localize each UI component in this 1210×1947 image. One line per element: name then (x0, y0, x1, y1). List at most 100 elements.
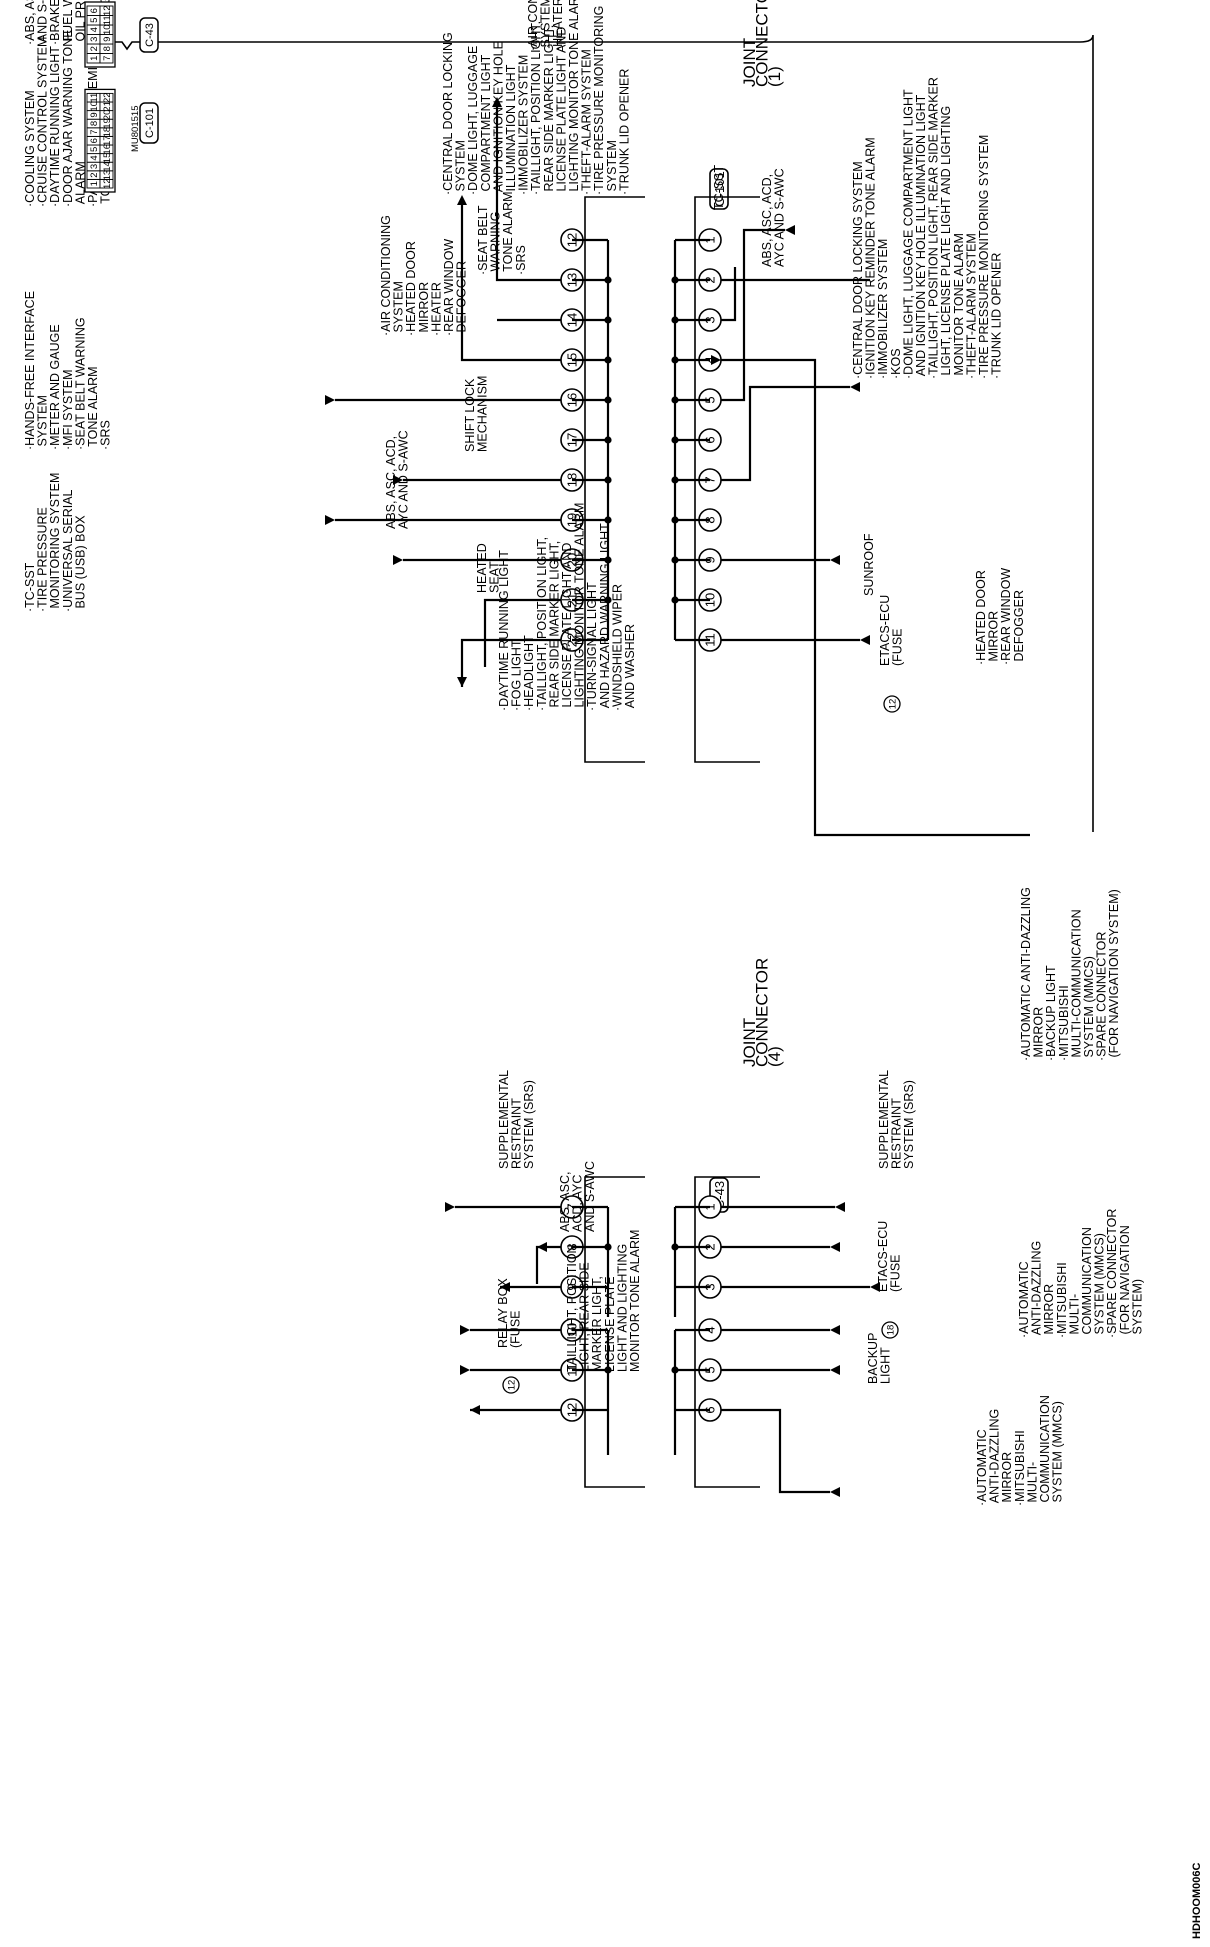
c101-junction-top-2 (671, 276, 679, 284)
c101-wire-pin22-daytime (460, 638, 561, 687)
icon-c101-cell-label-3: 3 (89, 164, 100, 169)
c101-label-daytime: ·DAYTIME RUNNING LIGHT·FOG LIGHT·HEADLIG… (497, 503, 637, 711)
c101-label-sunroof: SUNROOF (862, 533, 876, 596)
c43-arrow-etacs (870, 1282, 880, 1292)
c101-label-etacs: ETACS-ECU(FUSE (878, 595, 905, 666)
icon-c101-cell-label-14: 14 (102, 161, 113, 172)
c43-junction-bottom-8 (604, 1243, 612, 1251)
icon-c101-cell-label-9: 9 (89, 112, 100, 117)
c43-wire-pin8-abs (535, 1245, 561, 1284)
c43-arrow-pin12 (470, 1405, 480, 1415)
c43-label-abs: ABS, ASC,ACD, AYCAND S-AWC (558, 1161, 597, 1232)
joint-connector-c101: JOINTCONNECTOR(1) C-101 1122133144155166… (325, 0, 1030, 837)
c43-label-auto1: ·AUTOMATIC ANTI-DAZZLING MIRROR·BACKUP L… (1019, 887, 1121, 1061)
c43-arrow-auto3 (830, 1487, 840, 1497)
c101-label-central-top: ·CENTRAL DOOR LOCKING SYSTEM·IGNITION KE… (851, 77, 1004, 379)
header-col-4: ·TC-SST·TIRE PRESSURE MONITORING SYSTEM·… (23, 473, 87, 612)
icon-c101-cell-label-15: 15 (102, 153, 113, 164)
svg-text:12: 12 (507, 1380, 518, 1391)
icon-c101-cell-label-1: 1 (89, 181, 100, 186)
c101-label-tcsst: TC-SST (712, 165, 726, 211)
icon-c101-cell-label-22: 22 (102, 92, 113, 103)
icon-c101-code-box (139, 102, 159, 144)
c43-arrow-srs-top (835, 1202, 845, 1212)
c101-wire-pin7-central (721, 385, 850, 482)
c101-label-heatedseat: HEATEDSEAT (475, 543, 502, 593)
c101-junction-top-9 (671, 556, 679, 564)
c43-arrow-pin10 (460, 1325, 470, 1335)
c101-wire-pin21 (483, 598, 561, 667)
c101-junction-bottom-13 (604, 276, 612, 284)
c43-arrow-abs (537, 1242, 547, 1252)
c43-arrow-backup (830, 1365, 840, 1375)
icon-c101-cell-22 (99, 92, 114, 103)
c101-arrow-central (850, 382, 860, 392)
c101-junction-bottom-21 (604, 596, 612, 604)
svg-text:12: 12 (888, 699, 899, 710)
c43-relay-fuse-badge: 12 (502, 1376, 520, 1394)
c43-title: JOINTCONNECTOR(4) (740, 958, 784, 1067)
c43-label-auto3: ·AUTOMATIC ANTI-DAZZLING MIRROR·MITSUBIS… (975, 1395, 1065, 1506)
c101-label-shiftlock: SHIFT LOCKMECHANISM (463, 376, 490, 452)
c101-label-heated-door: ·HEATED DOOR MIRROR·REAR WINDOW DEFOGGER (974, 568, 1026, 665)
c43-label-auto2: ·AUTOMATIC ANTI-DAZZLING MIRROR·MITSUBIS… (1017, 1209, 1144, 1338)
c101-etacs-fuse-badge: 12 (883, 695, 901, 713)
c43-label-relay: RELAY BOX(FUSE (496, 1278, 523, 1348)
icon-c43-cell-label-4: 4 (89, 27, 100, 32)
header-col-3: ·HANDS-FREE INTERFACE SYSTEM·METER AND G… (23, 291, 113, 450)
icon-c101-cell-label-13: 13 (102, 170, 113, 181)
icon-c101-cell-label-10: 10 (89, 101, 100, 112)
icon-c43-cell-label-3: 3 (89, 37, 100, 42)
icon-c43-cell-label-6: 6 (89, 8, 100, 13)
c101-title: JOINTCONNECTOR(1) (740, 0, 784, 87)
c101-junction-bottom-16 (604, 396, 612, 404)
icon-c101-code: C-101 (144, 108, 156, 138)
c101-wire-pin15-central (460, 199, 561, 362)
c43-arrow-relay (500, 1282, 510, 1292)
c101-arrow-heatedseat (393, 555, 403, 565)
icon-c43-cell-label-12: 12 (102, 5, 113, 16)
icon-c43-cell-label-1: 1 (89, 56, 100, 61)
c101-label-aircon: ·AIR CONDITIONING SYSTEM·HEATER (526, 0, 565, 51)
icon-c101-cell-label-6: 6 (89, 138, 100, 143)
c101-junction-top-5 (671, 396, 679, 404)
c43-arrow-auto2 (830, 1325, 840, 1335)
c101-arrow-tcsst (785, 225, 795, 235)
c101-arrow-shiftlock (393, 475, 403, 485)
c101-label-central-bottom: ·CENTRAL DOOR LOCKING SYSTEM·DOME LIGHT,… (441, 0, 631, 195)
c101-junction-bottom-17 (604, 436, 612, 444)
c43-arrow-auto1 (830, 1242, 840, 1252)
c101-arrow-sunroof (830, 555, 840, 565)
icon-c101-cell-label-18: 18 (102, 127, 113, 138)
c101-wire-pin4-heated-door (721, 358, 1030, 837)
icon-c43-cell-12 (99, 5, 114, 16)
c43-junction-top-5 (671, 1366, 679, 1374)
c101-junction-bottom-20 (604, 556, 612, 564)
c101-junction-top-7 (671, 476, 679, 484)
c101-junction-bottom-18 (604, 476, 612, 484)
c101-junction-bottom-15 (604, 356, 612, 364)
icon-c101-cell-label-16: 16 (102, 144, 113, 155)
c43-arrow-srs-bottom (445, 1202, 455, 1212)
icon-c43-cell-label-9: 9 (102, 37, 113, 42)
c101-label-abs-top: ABS, ASC, ACD,AYC AND S-AWC (760, 168, 787, 267)
icon-c101-cell-label-21: 21 (102, 101, 113, 112)
c101-wire-pin3-abs (721, 267, 737, 322)
c43-wire-pin6-auto3 (721, 1408, 830, 1494)
c43-junction-top-2 (671, 1243, 679, 1251)
c43-label-taillight: TAILLIGHT, POSITIONLIGHT, REAR SIDEMARKE… (565, 1230, 642, 1372)
c101-arrow-aircon2 (325, 395, 335, 405)
c101-junction-top-8 (671, 516, 679, 524)
c101-code: C-101 (712, 171, 727, 206)
c101-junction-top-10 (671, 596, 679, 604)
c101-label-abs-bottom: ABS, ASC, ACD,AYC AND S-AWC (384, 430, 411, 529)
c101-junction-bottom-14 (604, 316, 612, 324)
c101-junction-bottom-19 (604, 516, 612, 524)
icon-c101-cell-label-17: 17 (102, 135, 113, 146)
c101-label-seatbelt: ·SEAT BELT WARNING TONE ALARM·SRS (476, 191, 528, 275)
c43-etacs-fuse-badge: 18 (881, 1321, 899, 1339)
icon-c101-cell-label-12: 12 (102, 178, 113, 189)
